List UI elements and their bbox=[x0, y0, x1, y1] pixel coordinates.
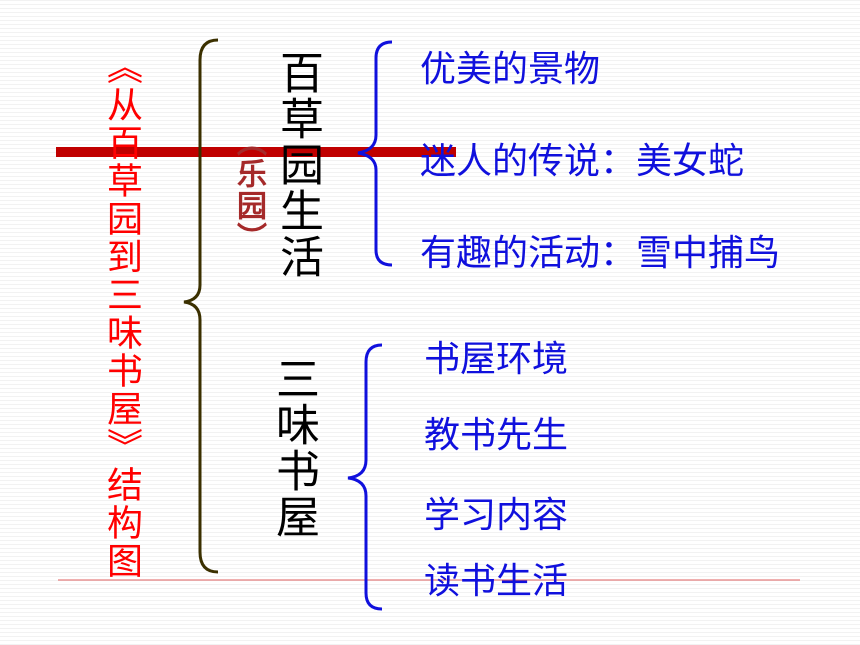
section2-brace bbox=[347, 343, 383, 611]
section1-heading: 百草园生活 bbox=[272, 50, 323, 280]
section2-item-2: 教书先生 bbox=[424, 415, 569, 456]
section2-heading: 三味书屋 bbox=[268, 356, 319, 540]
section1-note: （乐园） bbox=[231, 126, 266, 254]
section2-item-4: 读书生活 bbox=[424, 561, 569, 602]
section1-item-2: 迷人的传说：美女蛇 bbox=[420, 141, 745, 182]
section2-item-3: 学习内容 bbox=[424, 495, 569, 536]
main-brace bbox=[183, 38, 219, 574]
section1-brace bbox=[357, 40, 393, 267]
diagram-title: 《从百草园到三味书屋》结构图 bbox=[101, 48, 142, 580]
decorative-red-bar bbox=[56, 147, 456, 157]
section1-item-3: 有趣的活动：雪中捕鸟 bbox=[420, 233, 781, 274]
section1-item-1: 优美的景物 bbox=[420, 49, 601, 90]
section2-item-1: 书屋环境 bbox=[424, 339, 569, 380]
